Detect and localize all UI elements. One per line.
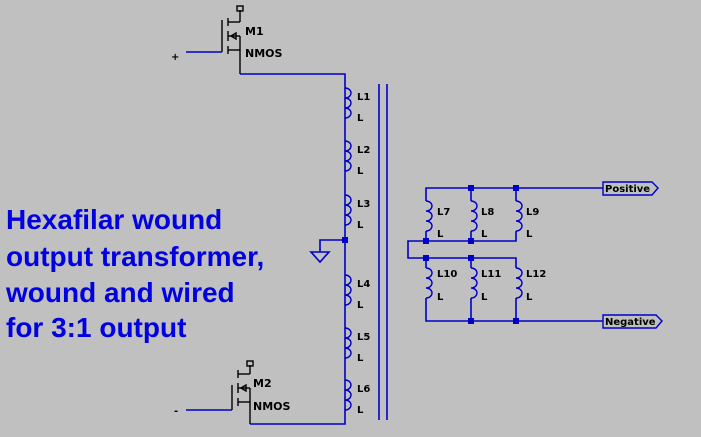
primary-coils: L1 L L2 L L3 L L4 L L5 L L6 L xyxy=(344,87,370,416)
inductor-l11[interactable]: L11 L xyxy=(470,267,501,303)
schematic-title: Hexafilar wound output transformer, woun… xyxy=(5,204,264,343)
title-line-2: output transformer, xyxy=(6,241,264,272)
title-line-3: wound and wired xyxy=(5,277,235,308)
inductor-l1[interactable]: L1 L xyxy=(344,87,370,124)
l5-value-label: L xyxy=(357,353,364,364)
l2-value-label: L xyxy=(357,166,364,177)
inductor-l3[interactable]: L3 L xyxy=(344,194,370,231)
m1-ref-label: M1 xyxy=(245,25,264,38)
l5-ref-label: L5 xyxy=(357,332,370,343)
l3-ref-label: L3 xyxy=(357,199,370,210)
inductor-l10[interactable]: L10 L xyxy=(425,267,457,303)
m1-model-label: NMOS xyxy=(245,47,283,60)
l4-ref-label: L4 xyxy=(357,279,370,290)
transformer-core xyxy=(378,84,388,420)
input-plus-label: + xyxy=(171,52,179,63)
l11-ref-label: L11 xyxy=(481,269,501,280)
l6-ref-label: L6 xyxy=(357,384,370,395)
inductor-l4[interactable]: L4 L xyxy=(344,274,370,311)
l9-value-label: L xyxy=(526,229,533,240)
l12-ref-label: L12 xyxy=(526,269,546,280)
secondary-coils: L7 L L8 L L9 L L10 L L11 L L12 L xyxy=(425,200,546,303)
inductor-l5[interactable]: L5 L xyxy=(344,327,370,364)
l8-ref-label: L8 xyxy=(481,207,494,218)
title-line-4: for 3:1 output xyxy=(6,312,186,343)
l10-value-label: L xyxy=(437,292,444,303)
l1-value-label: L xyxy=(357,113,364,124)
negative-output-flag[interactable]: Negative xyxy=(602,314,663,329)
inductor-l8[interactable]: L8 L xyxy=(470,200,494,240)
inductor-l9[interactable]: L9 L xyxy=(515,200,539,240)
l7-value-label: L xyxy=(437,229,444,240)
title-line-1: Hexafilar wound xyxy=(6,204,222,235)
l8-value-label: L xyxy=(481,229,488,240)
transistor-m1[interactable]: M1 NMOS xyxy=(186,5,283,74)
m2-model-label: NMOS xyxy=(253,400,291,413)
inductor-l6[interactable]: L6 L xyxy=(344,379,370,416)
positive-output-label: Positive xyxy=(605,184,650,195)
transistor-m2[interactable]: M2 NMOS xyxy=(186,360,291,424)
l3-value-label: L xyxy=(357,220,364,231)
m2-ref-label: M2 xyxy=(253,377,272,390)
inductor-l2[interactable]: L2 L xyxy=(344,140,370,177)
positive-output-flag[interactable]: Positive xyxy=(602,181,659,196)
l12-value-label: L xyxy=(526,292,533,303)
l2-ref-label: L2 xyxy=(357,145,370,156)
l1-ref-label: L1 xyxy=(357,92,370,103)
input-minus-label: - xyxy=(174,406,178,417)
l6-value-label: L xyxy=(357,405,364,416)
l11-value-label: L xyxy=(481,292,488,303)
l9-ref-label: L9 xyxy=(526,207,539,218)
l4-value-label: L xyxy=(357,300,364,311)
inductor-l12[interactable]: L12 L xyxy=(515,267,546,303)
l7-ref-label: L7 xyxy=(437,207,450,218)
negative-output-label: Negative xyxy=(605,317,656,328)
inductor-l7[interactable]: L7 L xyxy=(425,200,450,240)
l10-ref-label: L10 xyxy=(437,269,457,280)
secondary-wiring xyxy=(407,185,603,324)
